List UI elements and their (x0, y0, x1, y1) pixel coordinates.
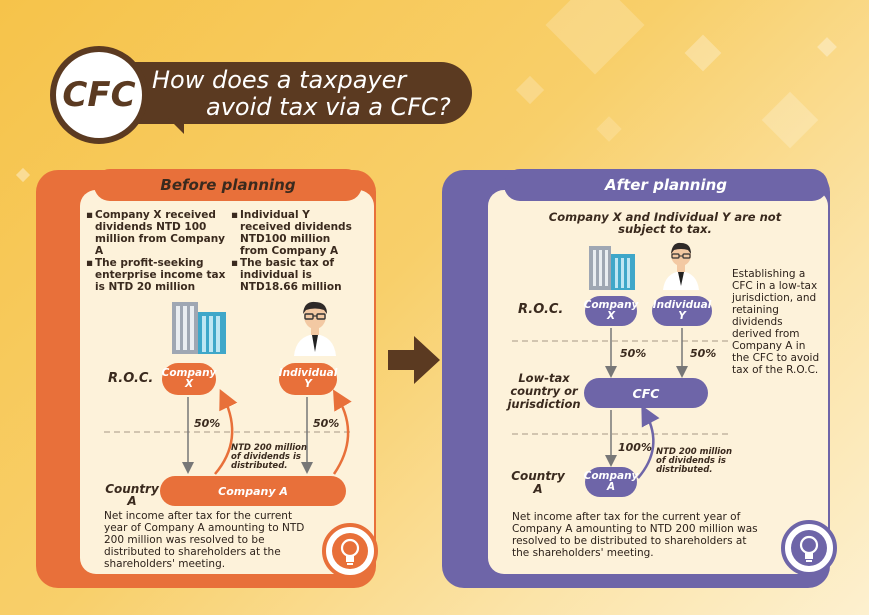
arrow-right-icon (388, 336, 440, 384)
lightbulb-icon (332, 533, 368, 569)
after-side-note: Establishing a CFC in a low-tax jurisdic… (732, 268, 820, 376)
before-country-label: Country A (105, 482, 159, 508)
before-bullet-2: The profit-seeking enterprise income tax… (86, 257, 235, 293)
before-company-x-node: Company X (162, 363, 216, 395)
after-pct-down: 100% (618, 441, 652, 454)
after-distributed-note: NTD 200 million of dividends is distribu… (656, 447, 733, 475)
after-bulb-badge (781, 520, 837, 576)
cfc-badge (50, 46, 148, 144)
before-bullet-3: Individual Y received dividends NTD100 m… (231, 209, 360, 257)
after-country-label: Country A (511, 469, 565, 496)
before-header: Before planning (94, 169, 362, 201)
after-lowtax-label: Low-tax country or jurisdiction (507, 371, 581, 411)
building-icon (589, 246, 635, 290)
before-footer-text: Net income after tax for the current yea… (104, 510, 305, 570)
title-banner (100, 62, 472, 124)
after-footer-text: Net income after tax for the current yea… (512, 511, 758, 559)
after-roc-label: R.O.C. (518, 302, 564, 317)
before-pct-right: 50% (313, 417, 340, 430)
lightbulb-icon (791, 530, 827, 566)
after-individual-y-node: Individual Y (652, 296, 712, 326)
before-company-a-node: Company A (160, 476, 346, 506)
after-company-x-node: Company X (584, 296, 638, 326)
businessman-icon (663, 242, 699, 290)
after-pct-left: 50% (620, 347, 647, 360)
page-title-line1: How does a taxpayer (152, 66, 407, 94)
title-banner-tail (168, 118, 184, 134)
cfc-badge-text: CFC (62, 75, 136, 115)
before-pct-left: 50% (194, 417, 221, 430)
businessman-icon (294, 301, 336, 356)
after-pct-right: 50% (690, 347, 717, 360)
before-bullet-1: Company X received dividends NTD 100 mil… (86, 209, 235, 257)
before-distributed-note: NTD 200 million of dividends is distribu… (231, 443, 308, 471)
before-bullet-4: The basic tax of individual is NTD18.66 … (231, 257, 360, 293)
after-company-a-node: Company A (584, 467, 638, 497)
page-title-line2: avoid tax via a CFC? (206, 93, 451, 121)
before-roc-label: R.O.C. (108, 371, 154, 386)
building-icon (172, 302, 226, 354)
after-header: After planning (504, 169, 828, 201)
after-cfc-node: CFC (584, 378, 708, 408)
after-subtitle: Company X and Individual Y are not subje… (548, 210, 782, 236)
before-individual-y-node: Individual Y (279, 363, 337, 395)
